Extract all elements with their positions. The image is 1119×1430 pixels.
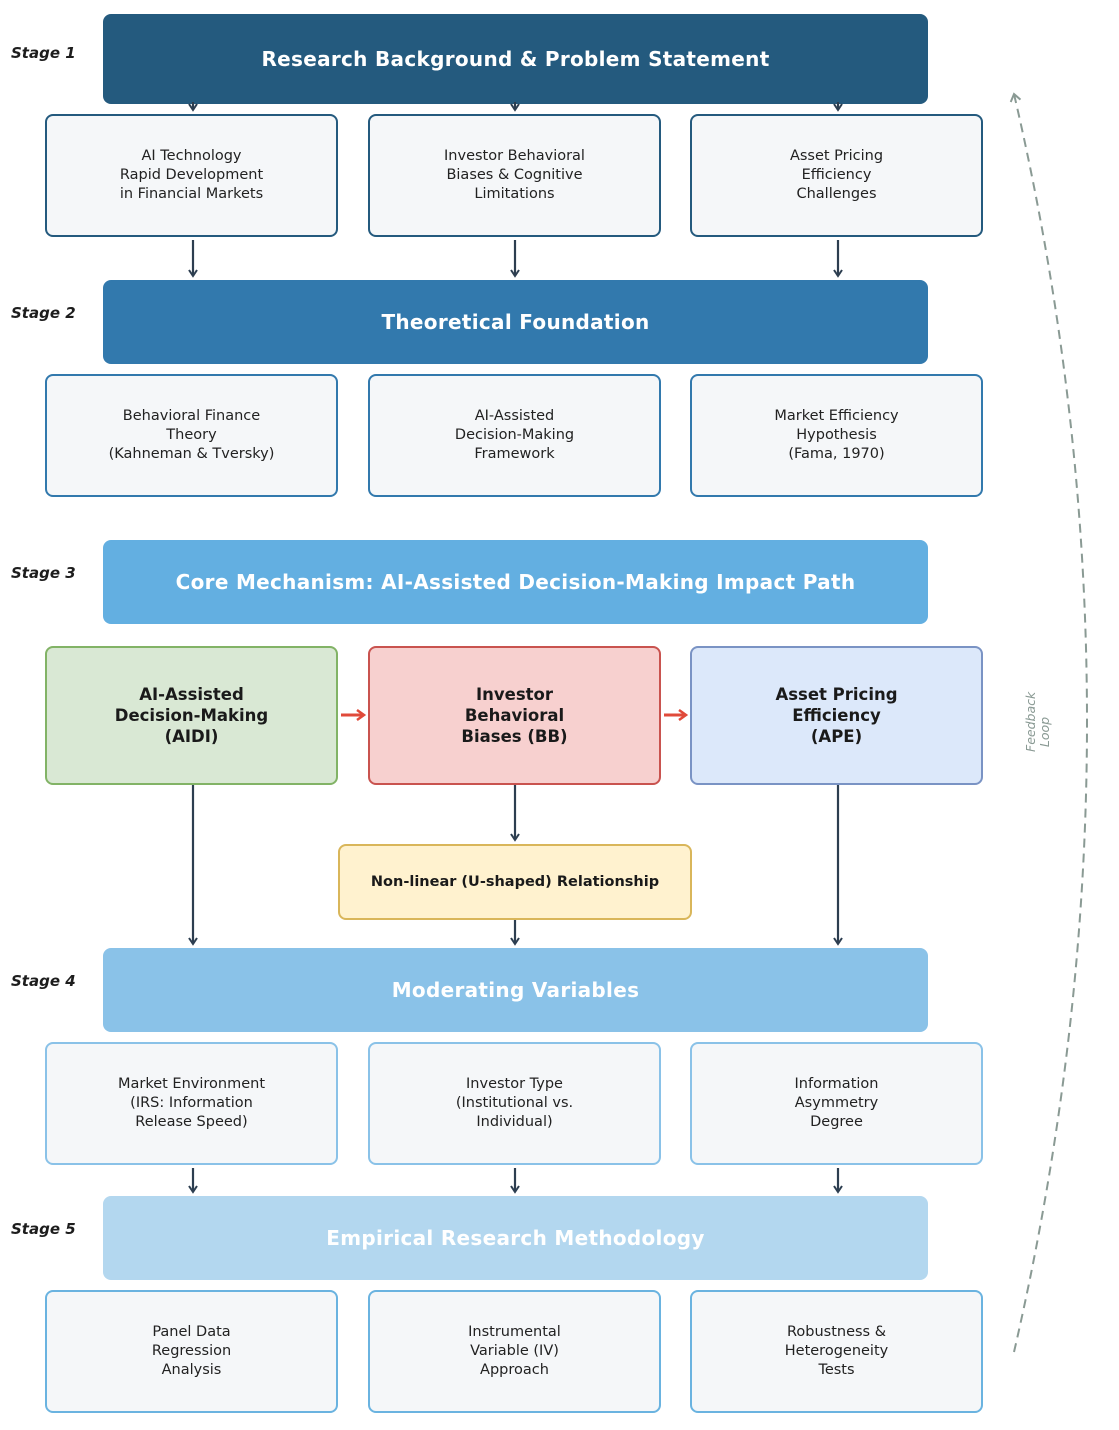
stage-5-header: Empirical Research Methodology [103, 1196, 928, 1280]
core-box-ape: Asset Pricing Efficiency (APE) [690, 646, 983, 785]
relationship-box: Non-linear (U-shaped) Relationship [338, 844, 692, 920]
stage-4-label: Stage 4 [11, 972, 76, 990]
stage-3-label: Stage 3 [11, 564, 76, 582]
stage-5-label: Stage 5 [11, 1220, 76, 1238]
method-box-panel-regression: Panel Data Regression Analysis [45, 1290, 338, 1413]
background-box-ai-technology: AI Technology Rapid Development in Finan… [45, 114, 338, 237]
theory-box-ai-framework: AI-Assisted Decision-Making Framework [368, 374, 661, 497]
stage-2-label: Stage 2 [11, 304, 76, 322]
stage-3-header: Core Mechanism: AI-Assisted Decision-Mak… [103, 540, 928, 624]
feedback-loop-label: Feedback Loop [1023, 691, 1052, 752]
method-box-instrumental-variable: Instrumental Variable (IV) Approach [368, 1290, 661, 1413]
moderator-box-information-asymmetry: Information Asymmetry Degree [690, 1042, 983, 1165]
theory-box-market-efficiency: Market Efficiency Hypothesis (Fama, 1970… [690, 374, 983, 497]
core-box-aidi: AI-Assisted Decision-Making (AIDI) [45, 646, 338, 785]
stage-1-label: Stage 1 [11, 44, 76, 62]
moderator-box-market-environment: Market Environment (IRS: Information Rel… [45, 1042, 338, 1165]
feedback-loop-arrow [1009, 92, 1088, 1353]
theory-box-behavioral-finance: Behavioral Finance Theory (Kahneman & Tv… [45, 374, 338, 497]
core-box-bb: Investor Behavioral Biases (BB) [368, 646, 661, 785]
background-box-pricing-efficiency: Asset Pricing Efficiency Challenges [690, 114, 983, 237]
moderator-box-investor-type: Investor Type (Institutional vs. Individ… [368, 1042, 661, 1165]
method-box-robustness-tests: Robustness & Heterogeneity Tests [690, 1290, 983, 1413]
background-box-behavioral-biases: Investor Behavioral Biases & Cognitive L… [368, 114, 661, 237]
stage-1-header: Research Background & Problem Statement [103, 14, 928, 104]
stage-4-header: Moderating Variables [103, 948, 928, 1032]
stage-2-header: Theoretical Foundation [103, 280, 928, 364]
